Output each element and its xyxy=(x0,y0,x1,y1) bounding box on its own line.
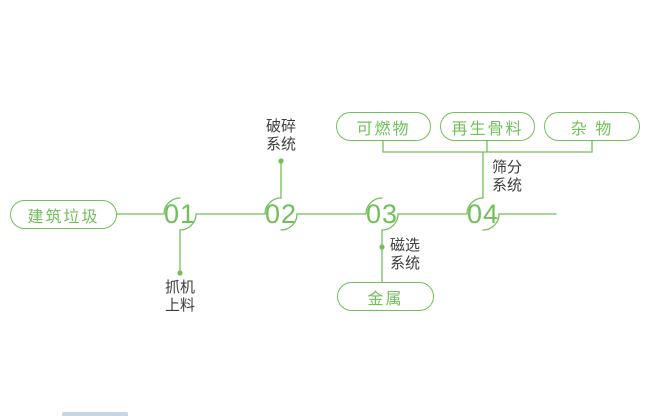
crushing-system-label: 破碎 系统 xyxy=(265,118,297,153)
station-number-03: 03 xyxy=(365,199,399,229)
station-number-01: 01 xyxy=(163,199,197,229)
source-pill-construction-waste: 建筑垃圾 xyxy=(10,200,117,229)
magnetic-separation-label: 磁选 系统 xyxy=(390,237,421,272)
output-pill-recycled-aggregate: 再生骨料 xyxy=(440,112,535,141)
output-pill-misc: 杂 物 xyxy=(544,112,640,141)
output-pill-metal: 金属 xyxy=(337,282,434,311)
branch-dots xyxy=(177,158,385,276)
output-pill-combustible: 可燃物 xyxy=(336,112,431,141)
screening-system-label: 筛分 系统 xyxy=(492,159,523,194)
grab-loading-label: 抓机 上料 xyxy=(164,279,196,314)
station-number-04: 04 xyxy=(466,199,500,229)
connector-lines xyxy=(116,140,593,283)
clipped-bottom-element xyxy=(62,412,128,416)
station-number-02: 02 xyxy=(264,199,298,229)
